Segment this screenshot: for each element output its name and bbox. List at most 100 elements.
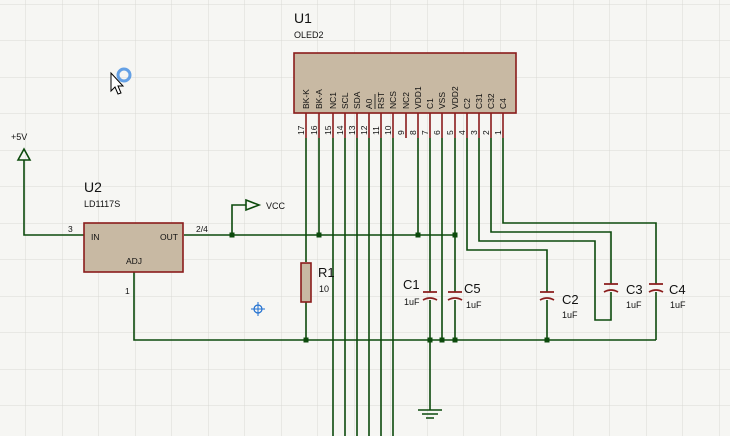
u1-pin-name: C1 bbox=[425, 98, 435, 109]
u1-pin-number: 15 bbox=[323, 125, 333, 135]
wire-c32[interactable] bbox=[490, 138, 612, 284]
component-u2[interactable]: U2 LD1117S IN OUT ADJ 3 2/4 1 bbox=[68, 179, 208, 296]
busy-ring-icon bbox=[116, 67, 132, 83]
u1-pin-name: C32 bbox=[486, 93, 496, 109]
capacitor-icon bbox=[603, 283, 619, 293]
u1-pin-number: 9 bbox=[396, 130, 406, 135]
wire-c2-top[interactable] bbox=[466, 138, 548, 292]
u1-pin-number: 17 bbox=[296, 125, 306, 135]
junction-dot bbox=[544, 337, 550, 343]
probe-marker[interactable] bbox=[251, 302, 265, 316]
wire-vcc-tap[interactable] bbox=[231, 204, 246, 235]
junction-dot bbox=[303, 337, 309, 343]
u2-pin-out-label: OUT bbox=[160, 232, 178, 242]
u1-pin-name: SDA bbox=[352, 91, 362, 109]
u2-pin-adj-number: 1 bbox=[125, 286, 130, 296]
c2-ref: C2 bbox=[562, 292, 579, 307]
u1-ref: U1 bbox=[294, 10, 312, 26]
wire-ground-rail[interactable] bbox=[133, 272, 656, 341]
c3-ref: C3 bbox=[626, 282, 643, 297]
u2-pin-in-label: IN bbox=[91, 232, 100, 242]
component-c3[interactable]: C3 1uF bbox=[603, 282, 643, 310]
u1-pin-name: NC2 bbox=[401, 92, 411, 109]
c4-ref: C4 bbox=[669, 282, 686, 297]
u1-pin-number: 16 bbox=[309, 125, 319, 135]
c1-value: 1uF bbox=[404, 297, 420, 307]
r1-value: 10 bbox=[319, 284, 329, 294]
component-u1[interactable]: U1 OLED2 BK-K17BK-A16NC115SCL14SDA13A012… bbox=[293, 10, 517, 138]
c5-value: 1uF bbox=[466, 300, 482, 310]
wire-5v-in[interactable] bbox=[23, 160, 84, 236]
power-5v-label: +5V bbox=[11, 132, 27, 142]
capacitor-icon bbox=[539, 291, 555, 301]
vcc-flag-icon bbox=[245, 198, 262, 212]
junction-dot bbox=[229, 232, 235, 238]
u2-ref: U2 bbox=[84, 179, 102, 195]
junction-dot bbox=[427, 337, 433, 343]
vcc-label: VCC bbox=[266, 201, 286, 211]
wire-c31[interactable] bbox=[478, 138, 612, 321]
u1-pin-number: 14 bbox=[335, 125, 345, 135]
power-arrow-icon bbox=[16, 147, 32, 161]
u2-value: LD1117S bbox=[84, 199, 120, 209]
u1-pin-number: 8 bbox=[408, 130, 418, 135]
u1-pin-number: 1 bbox=[493, 130, 503, 135]
u1-pin-number: 5 bbox=[445, 130, 455, 135]
u1-pin-name: C31 bbox=[474, 93, 484, 109]
power-5v-terminal[interactable]: +5V bbox=[11, 132, 32, 161]
component-c4[interactable]: C4 1uF bbox=[648, 282, 686, 310]
u1-pin-number: 10 bbox=[383, 125, 393, 135]
ground-symbol[interactable] bbox=[418, 409, 442, 419]
u1-pin-number: 7 bbox=[420, 130, 430, 135]
c4-value: 1uF bbox=[670, 300, 686, 310]
wire-c4-top[interactable] bbox=[502, 138, 657, 284]
junctions bbox=[229, 232, 550, 343]
c3-value: 1uF bbox=[626, 300, 642, 310]
junction-dot bbox=[452, 232, 458, 238]
r1-body[interactable] bbox=[300, 262, 312, 303]
u1-pin-name: NCS bbox=[388, 91, 398, 109]
u1-pin-name: VSS bbox=[437, 92, 447, 109]
capacitor-icon bbox=[648, 283, 664, 293]
component-c1[interactable]: C1 1uF bbox=[403, 277, 438, 307]
u1-pin-name: SCL bbox=[340, 92, 350, 109]
u1-pin-name: C4 bbox=[498, 98, 508, 109]
u1-pin-name: BK-K bbox=[301, 89, 311, 109]
u1-pin-name: A0 bbox=[364, 98, 374, 109]
u1-pin-name: C2 bbox=[462, 98, 472, 109]
c2-value: 1uF bbox=[562, 310, 578, 320]
component-r1[interactable]: R1 10 bbox=[300, 262, 335, 303]
u1-pin-number: 6 bbox=[432, 130, 442, 135]
u1-pin-number: 2 bbox=[481, 130, 491, 135]
u2-body[interactable] bbox=[83, 222, 184, 273]
ground-icon bbox=[418, 409, 442, 419]
u1-pin-number: 11 bbox=[371, 126, 381, 135]
u2-pin-in-number: 3 bbox=[68, 224, 73, 234]
u1-pin-name: NC1 bbox=[328, 92, 338, 109]
u1-pin-name: VDD1 bbox=[413, 86, 423, 109]
u1-pin-name: BK-A bbox=[314, 89, 324, 109]
u1-body[interactable] bbox=[293, 52, 517, 114]
c1-ref: C1 bbox=[403, 277, 420, 292]
c5-ref: C5 bbox=[464, 281, 481, 296]
u1-pin-name: VDD2 bbox=[450, 86, 460, 109]
u2-pin-adj-label: ADJ bbox=[126, 256, 142, 266]
junction-dot bbox=[452, 337, 458, 343]
component-c5[interactable]: C5 1uF bbox=[447, 281, 482, 310]
power-vcc-terminal[interactable]: VCC bbox=[245, 198, 286, 212]
u1-value: OLED2 bbox=[294, 30, 324, 40]
r1-ref: R1 bbox=[318, 265, 335, 280]
u1-pins: BK-K17BK-A16NC115SCL14SDA13A012RST11NCS1… bbox=[296, 86, 508, 138]
u1-pin-number: 4 bbox=[457, 130, 467, 135]
junction-dot bbox=[316, 232, 322, 238]
component-c2[interactable]: C2 1uF bbox=[539, 291, 579, 320]
pointer-arrow-icon bbox=[110, 71, 125, 95]
capacitor-icon bbox=[422, 291, 438, 301]
u2-pin-out-number: 2/4 bbox=[196, 224, 208, 234]
mouse-cursor bbox=[110, 67, 132, 95]
junction-dot bbox=[415, 232, 421, 238]
u1-pin-number: 3 bbox=[469, 130, 479, 135]
wires bbox=[23, 138, 657, 436]
crosshair-lines bbox=[251, 302, 265, 316]
